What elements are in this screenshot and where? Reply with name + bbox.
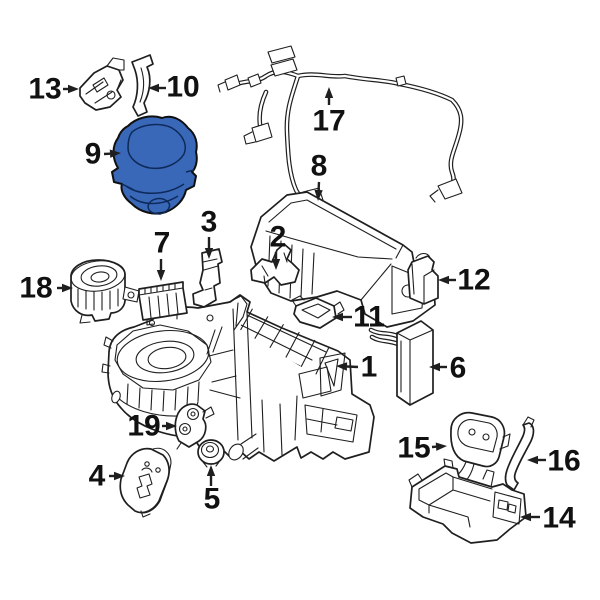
callout-8[interactable]: 8 [311, 150, 328, 202]
callout-arrow-head [314, 189, 323, 201]
callout-arrow-head [204, 248, 214, 259]
callout-arrow-head [520, 512, 531, 522]
part-6-core [368, 320, 434, 406]
callout-7[interactable]: 7 [154, 227, 171, 282]
part-1-housing [101, 294, 375, 462]
callout-label-7[interactable]: 7 [154, 227, 171, 260]
callout-arrow-head [206, 465, 216, 476]
callout-label-3[interactable]: 3 [201, 206, 218, 239]
callout-label-4[interactable]: 4 [89, 460, 106, 493]
callout-13[interactable]: 13 [28, 73, 79, 106]
callout-4[interactable]: 4 [89, 460, 125, 493]
callout-9[interactable]: 9 [85, 138, 121, 171]
callout-label-19[interactable]: 19 [127, 410, 160, 443]
part-4-cover [119, 447, 172, 518]
callout-1[interactable]: 1 [336, 351, 377, 384]
callout-16[interactable]: 16 [527, 445, 581, 478]
callout-arrow-head [114, 471, 125, 481]
callout-12[interactable]: 12 [438, 264, 491, 297]
callout-arrow-head [332, 312, 343, 322]
part-3-bracket [192, 248, 223, 308]
callout-label-1[interactable]: 1 [361, 351, 378, 384]
callout-label-2[interactable]: 2 [270, 221, 287, 254]
callout-label-18[interactable]: 18 [19, 272, 52, 305]
part-16-rod [504, 416, 535, 494]
callout-10[interactable]: 10 [148, 71, 200, 104]
callout-arrow-head [435, 442, 447, 451]
part-14-floor-duct [408, 458, 527, 544]
callout-arrow-head [109, 149, 121, 158]
callout-label-5[interactable]: 5 [204, 483, 221, 516]
callout-arrow-head [68, 84, 79, 94]
callout-arrow-head [271, 259, 281, 270]
callout-11[interactable]: 11 [332, 301, 385, 334]
callout-label-8[interactable]: 8 [311, 150, 328, 183]
callout-label-11[interactable]: 11 [353, 301, 385, 334]
part-12-bracket [407, 252, 439, 305]
callout-arrow-head [166, 421, 177, 431]
callout-label-6[interactable]: 6 [450, 352, 467, 385]
callout-3[interactable]: 3 [201, 206, 218, 260]
part-5-grommet [197, 439, 225, 468]
callout-15[interactable]: 15 [397, 432, 447, 465]
callout-arrow-head [438, 275, 449, 285]
part-7-resistor [138, 281, 188, 326]
callout-17[interactable]: 17 [312, 87, 346, 138]
callout-label-10[interactable]: 10 [166, 71, 199, 104]
callout-label-15[interactable]: 15 [397, 432, 430, 465]
part-11-bracket [291, 295, 345, 329]
callout-arrow-head [156, 270, 166, 281]
callout-6[interactable]: 6 [429, 352, 466, 385]
callout-label-14[interactable]: 14 [542, 502, 576, 535]
part-10-bracket [131, 54, 154, 117]
part-18-blower-motor [70, 259, 140, 324]
callout-arrow-head [324, 87, 334, 98]
callout-arrow-head [62, 283, 73, 293]
callout-5[interactable]: 5 [204, 465, 221, 516]
callout-arrow-head [148, 83, 159, 93]
callout-label-17[interactable]: 17 [312, 105, 345, 138]
callout-label-16[interactable]: 16 [547, 445, 580, 478]
part-15-bracket [445, 411, 511, 490]
callout-arrow-line [346, 365, 359, 369]
part-13-actuator [79, 57, 125, 111]
part-19-valve [174, 403, 215, 450]
callout-label-13[interactable]: 13 [28, 73, 61, 106]
callout-14[interactable]: 14 [520, 502, 576, 535]
callout-18[interactable]: 18 [19, 272, 73, 305]
callout-arrow-head [429, 362, 440, 372]
part-9-highlighted[interactable] [111, 115, 198, 215]
callout-2[interactable]: 2 [270, 221, 287, 271]
callout-19[interactable]: 19 [127, 410, 177, 443]
callout-arrow-head [527, 455, 538, 465]
callout-label-12[interactable]: 12 [457, 264, 490, 297]
callout-arrow-head [336, 362, 348, 371]
callout-label-9[interactable]: 9 [85, 138, 102, 171]
